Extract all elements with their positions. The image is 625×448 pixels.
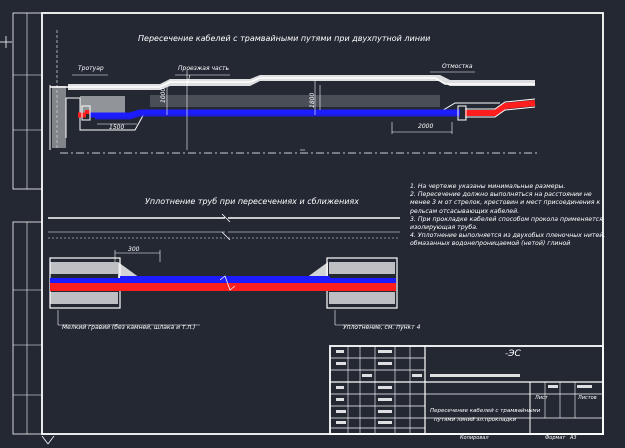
- title-block-code: -ЭС: [505, 349, 521, 359]
- note-3: 3. При прокладке кабелей способом прокол…: [410, 215, 603, 232]
- label-curb: Отмостка: [442, 63, 473, 70]
- dimension-1000-vertical: 1000: [160, 87, 167, 103]
- title-block-format-value: A3: [570, 435, 577, 441]
- label-compacted-fill: Мелкий гравий (без камней, шлака и т.п.): [62, 324, 196, 331]
- title-block-desc-2: путями линий эл.прокладки: [434, 417, 517, 423]
- dimension-1500: 1500: [109, 124, 125, 131]
- top-section-crossing: [49, 30, 540, 154]
- dimension-300: 300: [128, 246, 140, 253]
- crosshair-marks: [0, 36, 55, 445]
- title-block-sheets-label: Листов: [578, 395, 597, 401]
- title-block-desc-1: Пересечение кабелей с трамвайными: [430, 408, 541, 414]
- label-sidewalk: Тротуар: [78, 65, 104, 72]
- title-block: [329, 345, 604, 435]
- title-block-format-label: Формат: [545, 435, 566, 441]
- title-block-sheet-label: Лист: [535, 395, 548, 401]
- mid-section-sealing: [48, 213, 410, 326]
- drawing-frame: [12, 12, 604, 435]
- label-seal-note: Уплотнение, см. пункт 4: [343, 324, 421, 331]
- dimension-2000: 2000: [418, 123, 434, 130]
- title-mid-section: Уплотнение труб при пересечениях и сближ…: [145, 197, 359, 206]
- drawing-notes: 1. На чертеже указаны минимальные размер…: [410, 183, 610, 249]
- title-top-section: Пересечение кабелей с трамвайными путями…: [138, 34, 431, 43]
- title-block-copied: Копировал: [460, 435, 489, 441]
- dimension-1800-vertical: 1800: [309, 92, 316, 108]
- note-1: 1. На чертеже указаны минимальные размер…: [410, 183, 566, 190]
- label-tram-lines: Проезжая часть: [178, 65, 230, 72]
- note-2: 2. Пересечение должно выполняться на рас…: [410, 191, 601, 215]
- note-4: 4. Уплотнение выполняется из двухобых пл…: [410, 232, 606, 248]
